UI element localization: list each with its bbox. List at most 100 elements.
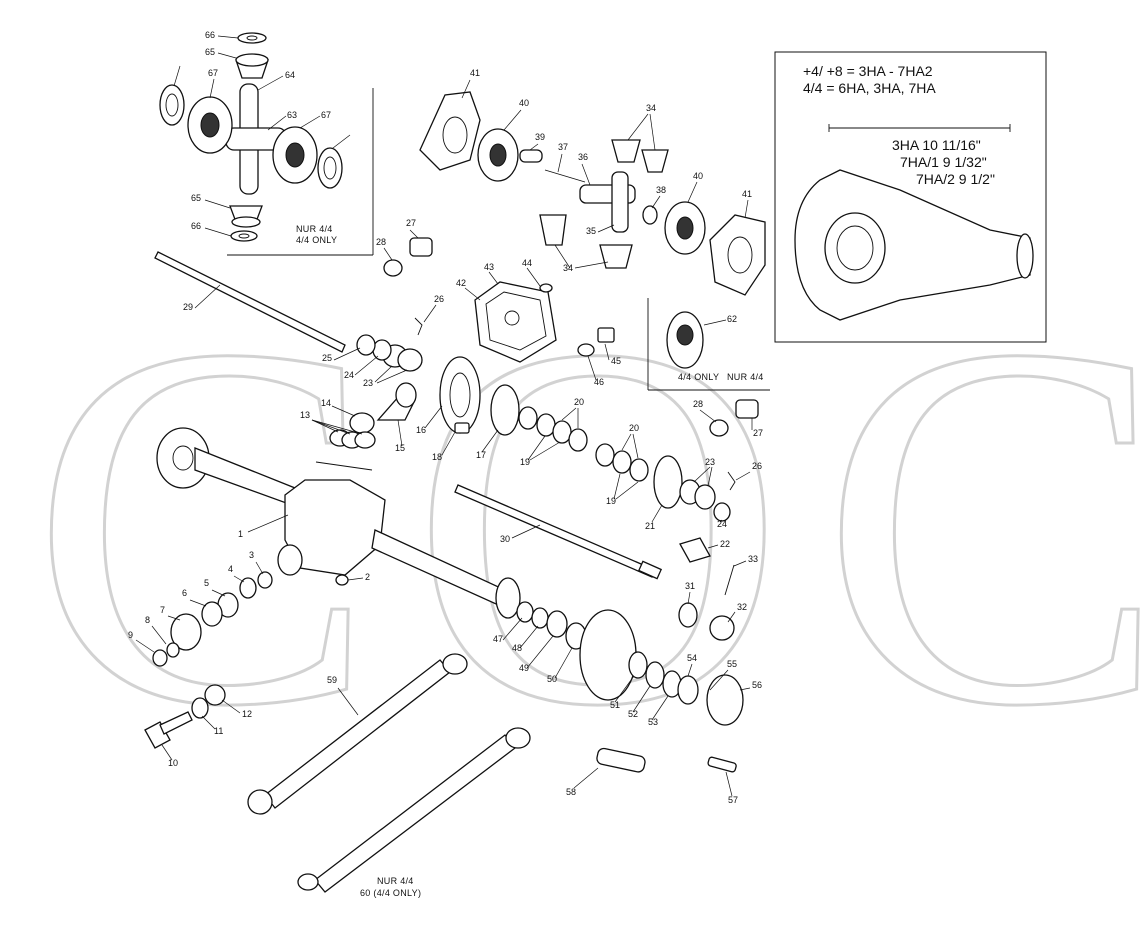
note-flange-only: 4/4 ONLY: [678, 372, 719, 382]
label-15: 15: [395, 443, 405, 453]
label-19-left: 19: [520, 457, 530, 467]
label-12: 12: [242, 709, 252, 719]
label-19-right: 19: [606, 496, 616, 506]
label-62: 63: [287, 110, 297, 120]
label-57: 57: [728, 795, 738, 805]
label-26-right: 26: [752, 461, 762, 471]
axle-housing: [156, 427, 521, 619]
label-50: 50: [547, 674, 557, 684]
label-9: 9: [128, 630, 133, 640]
label-49: 49: [519, 663, 529, 673]
carrier-housing-cover: [474, 281, 615, 363]
label-41-left: 41: [470, 68, 480, 78]
label-3: 3: [249, 550, 254, 560]
label-26-top: 26: [434, 294, 444, 304]
spec-line-1: +4/ +8 = 3HA - 7HA2: [803, 63, 933, 79]
label-16: 16: [416, 425, 426, 435]
spec-box: +4/ +8 = 3HA - 7HA2 4/4 = 6HA, 3HA, 7HA …: [774, 51, 1047, 343]
label-66-left: 67: [208, 68, 218, 78]
note-shaft60-nur: NUR 4/4: [377, 876, 414, 886]
spec-line-2: 4/4 = 6HA, 3HA, 7HA: [803, 80, 936, 96]
label-24-right: 24: [717, 519, 727, 529]
label-27-top: 27: [406, 218, 416, 228]
label-48: 48: [512, 643, 522, 653]
propeller-shafts: [247, 653, 531, 893]
label-47: 47: [493, 634, 503, 644]
watermark-letter-c-right: C: [820, 238, 1140, 813]
label-14: 14: [321, 398, 331, 408]
label-11: 11: [214, 726, 223, 736]
label-22: 22: [720, 539, 730, 549]
label-35: 35: [586, 226, 596, 236]
label-44: 44: [522, 258, 532, 268]
drive-flange-4-4: [647, 298, 770, 391]
label-31: 31: [685, 581, 695, 591]
label-39: 39: [535, 132, 545, 142]
hub-stack: [516, 537, 744, 773]
label-56: 56: [752, 680, 762, 690]
label-30: 30: [500, 534, 510, 544]
label-46: 46: [594, 377, 604, 387]
note-diff-only: 4/4 ONLY: [296, 235, 337, 245]
label-17: 17: [476, 450, 486, 460]
label-59: 59: [327, 675, 337, 685]
spec-dim-7ha1: 7HA/1 9 1/32": [900, 154, 987, 170]
label-55: 55: [727, 659, 737, 669]
label-13: 13: [300, 410, 310, 420]
label-33: 33: [748, 554, 758, 564]
pinion-flange-stack: [144, 571, 273, 749]
label-32: 32: [737, 602, 747, 612]
label-34-top: 34: [646, 103, 656, 113]
label-20-right: 20: [629, 423, 639, 433]
label-51: 51: [610, 700, 620, 710]
label-41-right: 41: [742, 189, 752, 199]
label-61: 62: [727, 314, 737, 324]
label-7: 7: [160, 605, 165, 615]
label-40-left: 40: [519, 98, 529, 108]
label-52: 52: [628, 709, 638, 719]
spec-dim-3ha: 3HA 10 11/16": [892, 137, 981, 153]
label-23-left: 23: [363, 378, 373, 388]
label-25: 25: [322, 353, 332, 363]
half-shafts: [154, 251, 663, 580]
label-53: 53: [648, 717, 658, 727]
label-18: 18: [432, 452, 442, 462]
label-54: 54: [687, 653, 697, 663]
label-58: 58: [566, 787, 576, 797]
label-63: 64: [285, 70, 295, 80]
label-24-left: 24: [344, 370, 354, 380]
label-64-top: 65: [205, 47, 215, 57]
leader-lines: [135, 35, 753, 797]
label-5: 5: [204, 578, 209, 588]
label-40-right: 40: [693, 171, 703, 181]
label-27-right: 27: [753, 428, 763, 438]
notes: NUR 4/4 4/4 ONLY 4/4 ONLY NUR 4/4 NUR 4/…: [296, 224, 764, 898]
label-4: 4: [228, 564, 233, 574]
label-38: 38: [656, 185, 666, 195]
label-66-right: 67: [321, 110, 331, 120]
label-36: 36: [578, 152, 588, 162]
note-flange-nur: NUR 4/4: [727, 372, 764, 382]
label-20-left: 20: [574, 397, 584, 407]
label-21: 21: [645, 521, 655, 531]
differential-carrier-assembly: [419, 91, 766, 296]
spec-dim-7ha2: 7HA/2 9 1/2": [916, 171, 995, 187]
label-43: 43: [484, 262, 494, 272]
differential-gear-set: [159, 32, 374, 256]
label-8: 8: [145, 615, 150, 625]
label-45: 45: [611, 356, 621, 366]
label-28-top: 28: [376, 237, 386, 247]
label-6: 6: [182, 588, 187, 598]
label-64-bottom: 65: [191, 193, 201, 203]
label-1: 1: [238, 529, 243, 539]
label-23-right: 23: [705, 457, 715, 467]
note-diff-nur: NUR 4/4: [296, 224, 333, 234]
label-65-top: 66: [205, 30, 215, 40]
label-28-right: 28: [693, 399, 703, 409]
ring-and-pinion: [329, 334, 731, 522]
label-2: 2: [365, 572, 370, 582]
label-42: 42: [456, 278, 466, 288]
label-34-bottom: 34: [563, 263, 573, 273]
